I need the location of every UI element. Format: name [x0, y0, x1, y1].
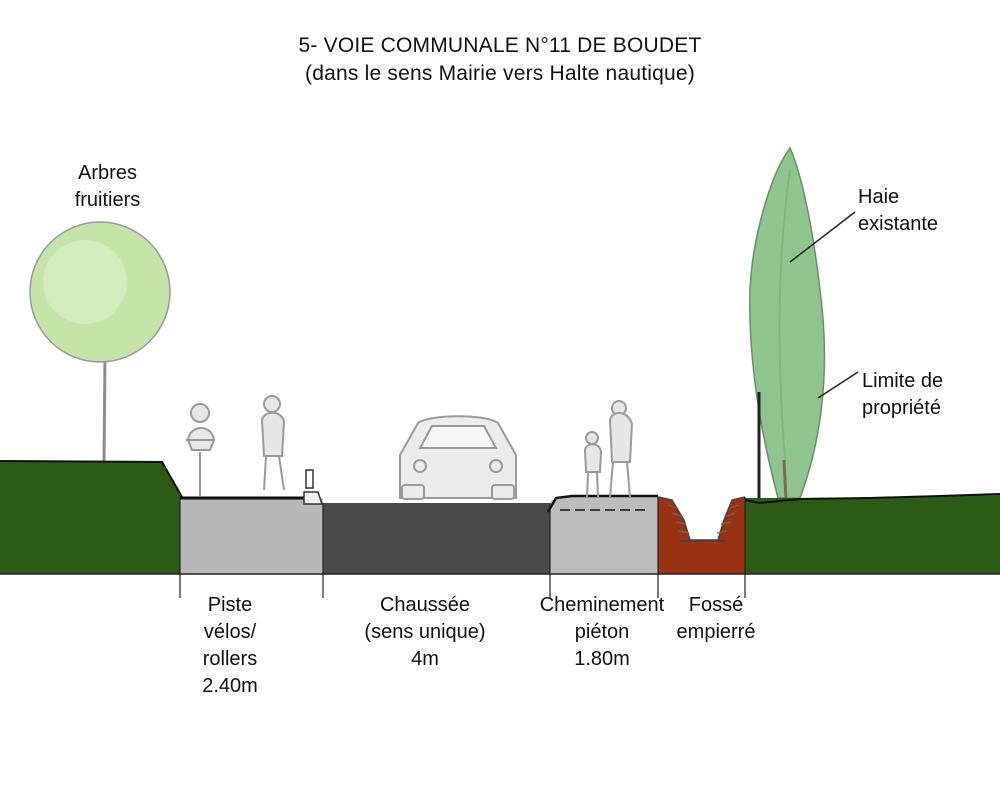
diagram-title-line2: (dans le sens Mairie vers Halte nautique…	[305, 62, 695, 85]
fruit-trees-label-line: Arbres	[78, 162, 137, 184]
footpath-label-line: piéton	[574, 621, 630, 643]
hedge-label-line: existante	[858, 213, 939, 235]
left-grass-bank	[0, 461, 182, 574]
bike-path-label-line: Piste	[207, 594, 253, 616]
pedestrians-figure	[583, 400, 634, 498]
ditch-label-line: empierré	[676, 621, 756, 643]
section-dividers	[179, 497, 746, 598]
bike-path-label-line: vélos/	[203, 621, 257, 643]
property-limit-label-line: Limite de	[862, 370, 944, 392]
hedge-label: Haie existante	[858, 184, 938, 238]
bike-path-label-line: 2.40m	[202, 675, 258, 697]
skater-figure	[260, 395, 286, 491]
bike-path-section	[180, 498, 323, 574]
roadway-label-line: Chaussée	[379, 594, 471, 616]
fruit-trees-label: Arbres fruitiers	[60, 160, 155, 214]
bollard	[305, 469, 314, 489]
cyclist-figure	[186, 403, 216, 496]
footpath-section	[550, 497, 658, 574]
roadway-label-line: (sens unique)	[364, 621, 486, 643]
ditch-label: Fossé empierré	[664, 592, 768, 646]
footpath-label-line: Cheminement	[539, 594, 665, 616]
bike-path-label: Piste vélos/ rollers 2.40m	[178, 592, 282, 700]
right-grass-bank	[745, 495, 1000, 574]
ditch-label-line: Fossé	[688, 594, 744, 616]
hedge-tree	[749, 146, 826, 501]
property-limit-label-line: propriété	[862, 397, 941, 419]
car-figure	[399, 415, 517, 500]
footpath-label-line: 1.80m	[574, 648, 630, 670]
curb	[303, 491, 324, 505]
diagram-title-line1: 5- VOIE COMMUNALE N°11 DE BOUDET	[298, 34, 702, 57]
hedge-leader-line	[789, 211, 856, 263]
roadway-section	[323, 503, 550, 574]
property-limit-label: Limite de propriété	[862, 368, 943, 422]
limit-leader-line	[817, 371, 859, 399]
fruit-trees-label-line: fruitiers	[74, 189, 141, 211]
bike-path-label-line: rollers	[202, 648, 258, 670]
hedge-label-line: Haie	[858, 186, 900, 208]
fruit-tree	[29, 221, 171, 464]
footpath-label: Cheminement piéton 1.80m	[528, 592, 676, 673]
roadway-label-line: 4m	[411, 648, 439, 670]
roadway-label: Chaussée (sens unique) 4m	[340, 592, 510, 673]
